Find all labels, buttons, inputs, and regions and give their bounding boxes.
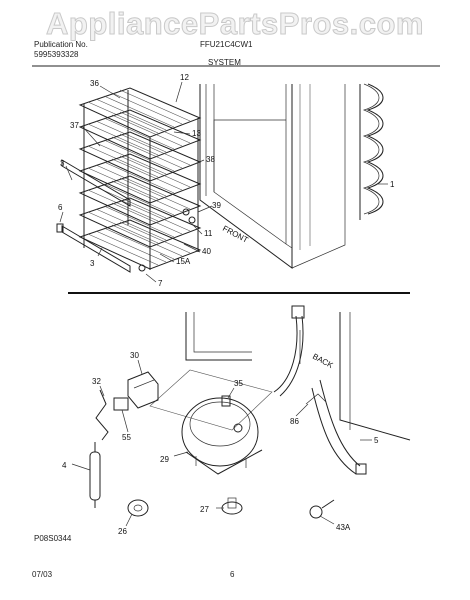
callout-86: 86 (290, 417, 299, 426)
callout-3-lower: 3 (90, 259, 95, 268)
callout-39: 39 (212, 201, 221, 210)
callout-4: 4 (62, 461, 67, 470)
publication-label: Publication No. (34, 40, 88, 49)
callout-30: 30 (130, 351, 139, 360)
callout-13: 13 (192, 129, 201, 138)
clip-wire (95, 389, 109, 441)
evaporator-shelf-stack (56, 87, 202, 273)
tube-clamp (309, 499, 335, 519)
callout-35: 35 (234, 379, 243, 388)
page-number: 6 (230, 570, 235, 579)
front-label: FRONT (221, 224, 250, 245)
callout-26: 26 (118, 527, 127, 536)
compressor-mount (221, 497, 243, 515)
callout-3-upper: 3 (60, 159, 65, 168)
callout-38: 38 (206, 155, 215, 164)
model-number: FFU21C4CW1 (200, 40, 253, 49)
footer-date: 07/03 (32, 570, 53, 579)
filter-drier (89, 442, 101, 508)
wiring-harness (273, 305, 367, 475)
callout-12: 12 (180, 73, 189, 82)
section-title: SYSTEM (208, 58, 241, 67)
compressor (181, 395, 263, 475)
callout-27: 27 (200, 505, 209, 514)
watermark: AppliancePartsPros.com (46, 6, 424, 42)
relay-overload (113, 371, 159, 411)
callout-55: 55 (122, 433, 131, 442)
callout-11: 11 (204, 229, 213, 238)
publication-number: 5995393328 (34, 50, 79, 59)
callout-32: 32 (92, 377, 101, 386)
cabinet-outline (199, 84, 346, 269)
callout-7: 7 (158, 279, 163, 288)
callout-5: 5 (374, 436, 379, 445)
grommet (127, 499, 149, 517)
callout-36: 36 (90, 79, 99, 88)
condenser-coil (359, 83, 384, 220)
diagram-code: P08S0344 (34, 534, 72, 543)
callout-15A: 15A (176, 257, 191, 266)
callout-6: 6 (58, 203, 63, 212)
back-label: BACK (311, 352, 335, 370)
callout-1: 1 (390, 180, 395, 189)
callout-43A: 43A (336, 523, 351, 532)
callout-40: 40 (202, 247, 211, 256)
callout-37: 37 (70, 121, 79, 130)
compressor-base-plate (149, 369, 273, 431)
lower-leader-lines (71, 359, 372, 527)
callout-29: 29 (160, 455, 169, 464)
upper-leader-lines (59, 81, 388, 283)
